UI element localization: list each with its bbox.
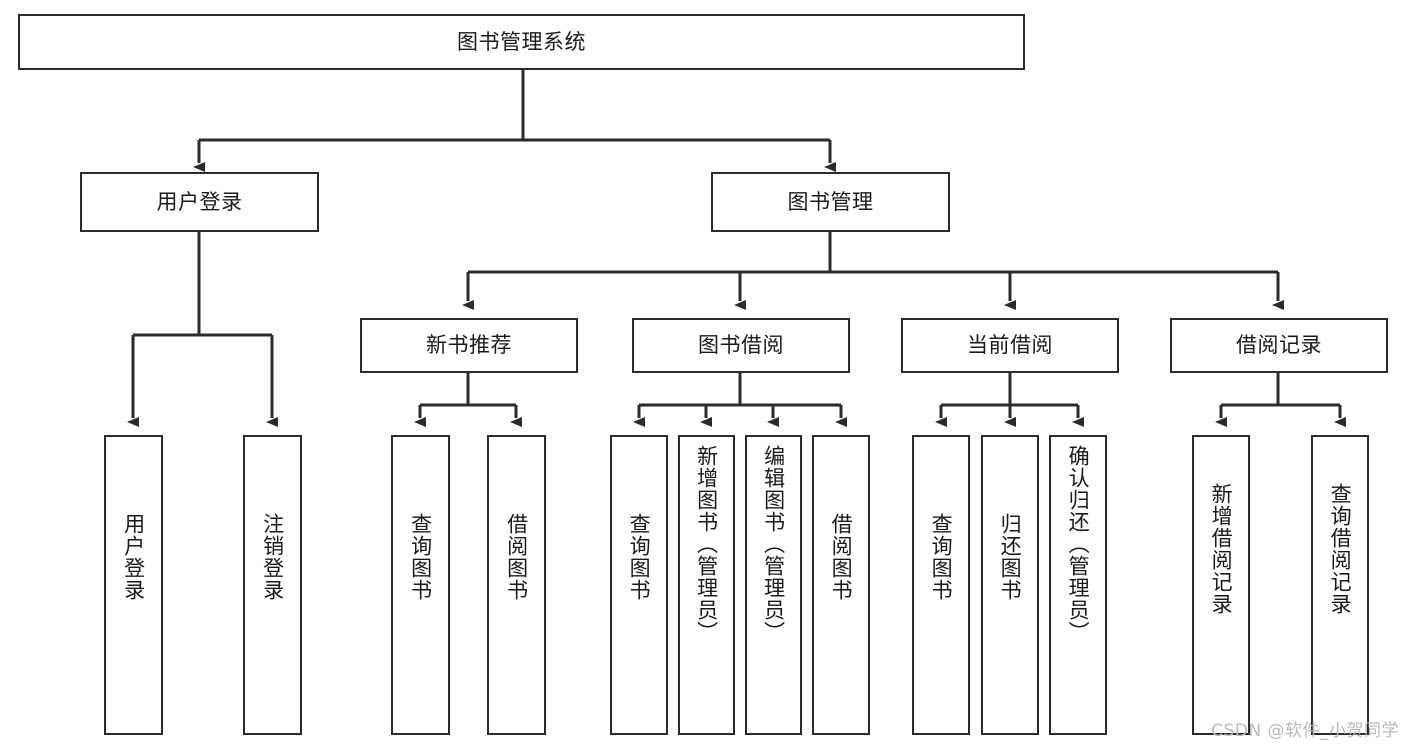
node-leaf-borrow-book-recommend[interactable]: 借阅图书: [487, 435, 546, 735]
node-root-book-management-system[interactable]: 图书管理系统: [18, 14, 1025, 70]
watermark-text: CSDN @软件_小贺同学: [1211, 721, 1399, 741]
node-new-book-recommendation[interactable]: 新书推荐: [360, 318, 578, 373]
node-label: 图书借阅: [698, 333, 784, 358]
node-label: 用户登录: [121, 513, 146, 601]
node-leaf-query-book-current[interactable]: 查询图书: [912, 435, 970, 735]
node-leaf-return-book[interactable]: 归还图书: [981, 435, 1039, 735]
node-label: 当前借阅: [967, 333, 1053, 358]
node-label: 图书管理: [787, 189, 874, 214]
node-label: 归还图书: [998, 513, 1023, 601]
node-label: 注销登录: [260, 513, 285, 601]
node-current-borrow[interactable]: 当前借阅: [901, 318, 1119, 373]
node-label: 查询图书: [408, 513, 433, 601]
node-label: 新书推荐: [426, 333, 512, 358]
node-user-login[interactable]: 用户登录: [80, 172, 319, 232]
node-label: 编辑图书（管理员）: [761, 445, 786, 643]
node-leaf-add-book-admin[interactable]: 新增图书（管理员）: [678, 435, 735, 735]
node-label: 新增借阅记录: [1209, 483, 1234, 615]
node-leaf-edit-book-admin[interactable]: 编辑图书（管理员）: [745, 435, 802, 735]
node-leaf-confirm-return-admin[interactable]: 确认归还（管理员）: [1049, 435, 1107, 735]
node-label: 查询图书: [929, 513, 954, 601]
node-label: 新增图书（管理员）: [694, 445, 719, 643]
node-leaf-add-borrow-record[interactable]: 新增借阅记录: [1192, 435, 1250, 735]
node-leaf-query-book[interactable]: 查询图书: [610, 435, 668, 735]
node-label: 借阅图书: [829, 513, 854, 601]
node-leaf-user-login[interactable]: 用户登录: [104, 435, 163, 735]
node-label: 确认归还（管理员）: [1066, 445, 1091, 643]
node-label: 借阅记录: [1236, 333, 1322, 358]
node-label: 查询图书: [627, 513, 652, 601]
node-label: 查询借阅记录: [1328, 483, 1353, 615]
node-label: 用户登录: [156, 189, 243, 214]
node-label: 图书管理系统: [457, 29, 586, 54]
node-book-management[interactable]: 图书管理: [711, 172, 950, 232]
node-book-borrow[interactable]: 图书借阅: [632, 318, 850, 373]
node-leaf-query-borrow-record[interactable]: 查询借阅记录: [1311, 435, 1369, 735]
node-leaf-borrow-book[interactable]: 借阅图书: [812, 435, 870, 735]
node-borrow-record[interactable]: 借阅记录: [1170, 318, 1388, 373]
node-leaf-query-book-recommend[interactable]: 查询图书: [391, 435, 450, 735]
node-leaf-logout[interactable]: 注销登录: [243, 435, 302, 735]
node-label: 借阅图书: [504, 513, 529, 601]
